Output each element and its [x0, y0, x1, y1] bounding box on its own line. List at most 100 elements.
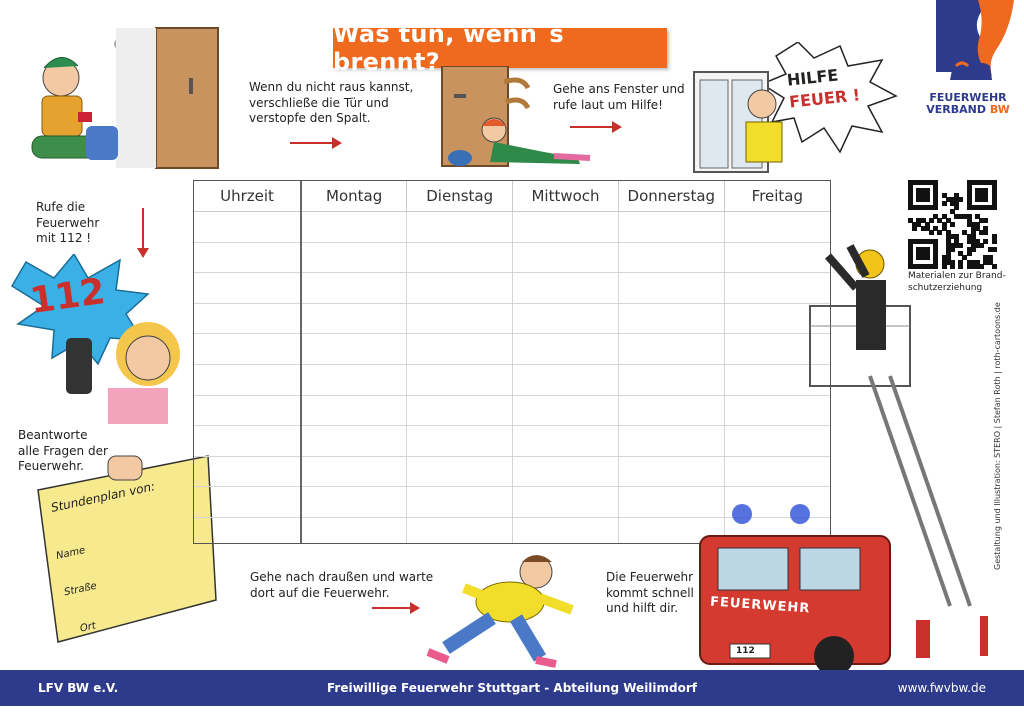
timetable-cell[interactable] [301, 333, 408, 365]
qr-module [962, 230, 968, 236]
timetable-cell[interactable] [406, 395, 514, 427]
timetable-cell[interactable] [301, 272, 408, 304]
timetable-cell[interactable] [301, 211, 408, 243]
timetable-cell[interactable] [301, 486, 408, 518]
timetable-row [194, 242, 830, 274]
timetable-cell[interactable] [618, 242, 725, 274]
footer-website-link[interactable]: www.fwvbw.de [897, 681, 986, 695]
timetable-cell[interactable] [618, 486, 725, 518]
qr-module [970, 230, 976, 236]
timetable-cell[interactable] [301, 517, 408, 543]
qr-module [970, 180, 976, 185]
timetable-cell[interactable] [194, 272, 302, 304]
qr-module [949, 221, 955, 227]
timetable-cell[interactable] [194, 425, 302, 457]
timetable-cell[interactable] [724, 425, 830, 457]
timetable-cell[interactable] [512, 303, 619, 335]
qr-module [949, 234, 955, 240]
qr-module [920, 238, 926, 244]
qr-module [916, 217, 922, 223]
timetable-cell[interactable] [512, 272, 619, 304]
timetable-cell[interactable] [724, 211, 830, 243]
timetable-cell[interactable] [406, 364, 514, 396]
timetable-cell[interactable] [194, 364, 302, 396]
timetable-cell[interactable] [512, 242, 619, 274]
timetable-row [194, 395, 830, 427]
qr-module [908, 242, 913, 248]
timetable-cell[interactable] [724, 272, 830, 304]
timetable-cell[interactable] [406, 242, 514, 274]
timetable-cell[interactable] [406, 517, 514, 543]
truck-plate: 112 [736, 646, 755, 656]
timetable-cell[interactable] [618, 303, 725, 335]
timetable-cell[interactable] [724, 364, 830, 396]
step-window-text: Gehe ans Fenster und rufe laut um Hilfe! [553, 82, 685, 112]
timetable-cell[interactable] [194, 517, 302, 543]
qr-module [954, 238, 960, 244]
timetable-cell[interactable] [512, 395, 619, 427]
timetable-row [194, 425, 830, 457]
qr-module [912, 238, 918, 244]
qr-module [933, 238, 939, 244]
header-dienstag: Dienstag [406, 181, 514, 212]
timetable-cell[interactable] [724, 303, 830, 335]
qr-module [941, 259, 947, 265]
timetable-cell[interactable] [406, 303, 514, 335]
timetable-cell[interactable] [406, 425, 514, 457]
timetable-cell[interactable] [194, 303, 302, 335]
timetable-cell[interactable] [512, 364, 619, 396]
timetable-cell[interactable] [618, 211, 725, 243]
qr-code[interactable] [908, 180, 997, 269]
qr-module [933, 263, 939, 269]
timetable-cell[interactable] [301, 395, 408, 427]
timetable-cell[interactable] [618, 425, 725, 457]
qr-module [975, 263, 981, 269]
timetable-cell[interactable] [301, 242, 408, 274]
qr-module [933, 259, 939, 265]
qr-module [916, 255, 922, 261]
timetable-cell[interactable] [618, 333, 725, 365]
qr-module [970, 247, 976, 253]
timetable-cell[interactable] [724, 456, 830, 488]
timetable-cell[interactable] [512, 517, 619, 543]
timetable-cell[interactable] [194, 242, 302, 274]
qr-module [912, 221, 918, 227]
timetable-cell[interactable] [301, 303, 408, 335]
timetable-cell[interactable] [512, 425, 619, 457]
qr-module [941, 213, 947, 219]
qr-module [987, 259, 993, 265]
qr-module [912, 180, 918, 185]
timetable-cell[interactable] [406, 333, 514, 365]
qr-module [966, 196, 972, 202]
timetable-row [194, 211, 830, 243]
qr-module [908, 217, 913, 223]
timetable-cell[interactable] [406, 486, 514, 518]
timetable-cell[interactable] [301, 364, 408, 396]
timetable-cell[interactable] [194, 211, 302, 243]
timetable-cell[interactable] [301, 425, 408, 457]
qr-module [954, 205, 960, 211]
qr-module [916, 188, 922, 194]
timetable-cell[interactable] [512, 456, 619, 488]
timetable-cell[interactable] [512, 333, 619, 365]
timetable-cell[interactable] [724, 395, 830, 427]
timetable-cell[interactable] [724, 333, 830, 365]
timetable-cell[interactable] [618, 456, 725, 488]
timetable-cell[interactable] [194, 456, 302, 488]
timetable-cell[interactable] [406, 456, 514, 488]
timetable-cell[interactable] [301, 456, 408, 488]
qr-module [933, 251, 939, 257]
timetable-cell[interactable] [618, 272, 725, 304]
timetable-cell[interactable] [724, 242, 830, 274]
timetable-cell[interactable] [618, 395, 725, 427]
timetable-cell[interactable] [406, 272, 514, 304]
timetable-cell[interactable] [406, 211, 514, 243]
timetable-cell[interactable] [194, 395, 302, 427]
qr-module [908, 247, 913, 253]
timetable-cell[interactable] [618, 364, 725, 396]
qr-module [945, 234, 951, 240]
timetable-cell[interactable] [512, 486, 619, 518]
timetable-cell[interactable] [194, 333, 302, 365]
timetable-cell[interactable] [194, 486, 302, 518]
timetable-cell[interactable] [512, 211, 619, 243]
